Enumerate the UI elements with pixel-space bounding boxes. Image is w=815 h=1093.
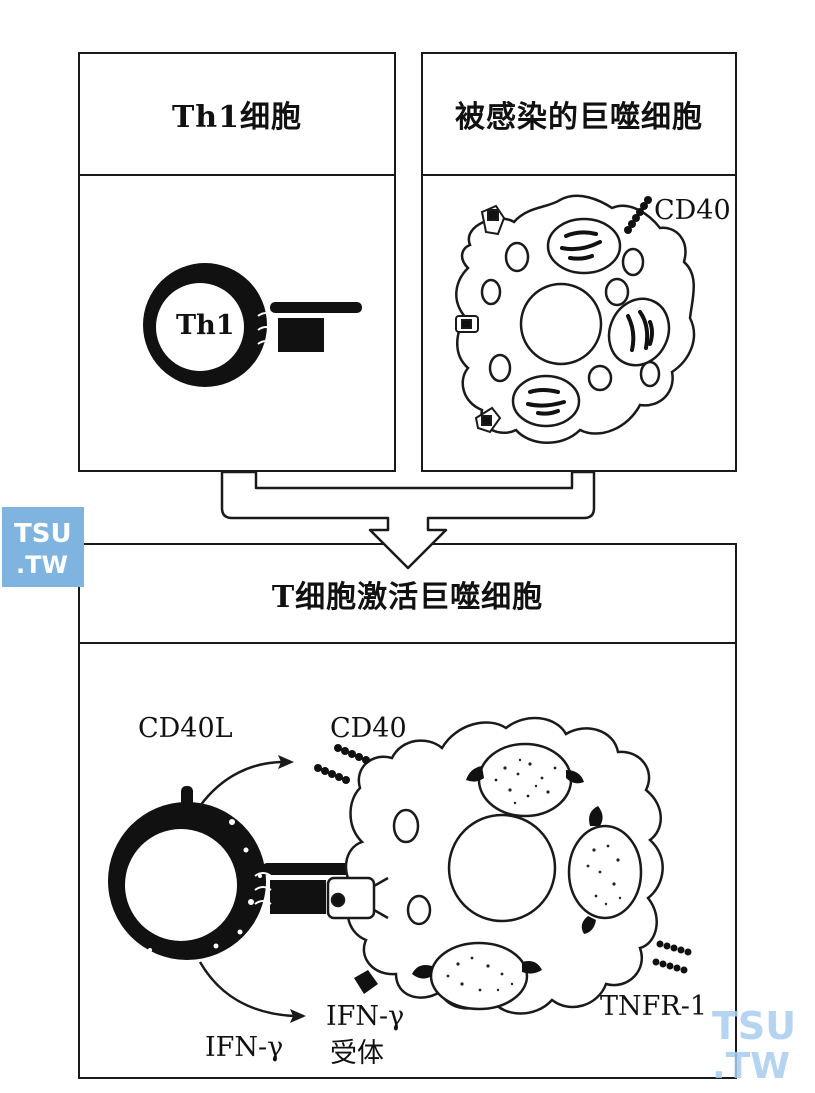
cd40l-label: CD40L xyxy=(138,713,233,744)
phagolysosome-icon xyxy=(567,806,643,934)
cd4-block-icon xyxy=(270,880,326,914)
cd4-block-icon xyxy=(278,318,324,352)
cd40-receptor-icon xyxy=(624,196,652,234)
nucleus-icon xyxy=(519,282,603,366)
phagolysosome-icon xyxy=(412,941,542,1011)
th1-panel: Th1细胞 xyxy=(78,52,396,472)
infected-vesicle-icon xyxy=(546,217,622,275)
arrowhead-icon xyxy=(290,1009,306,1023)
tnfr1-receptor-icon xyxy=(652,940,692,974)
mhc-receptor-icon xyxy=(474,406,502,434)
mhc-receptor-icon xyxy=(480,204,506,236)
cd40l-to-cd40-arrow xyxy=(198,760,285,807)
infected-macrophage-cell xyxy=(455,194,696,444)
watermark-corner-line2: .TW xyxy=(712,1046,790,1087)
th1-cell-label: Th1 xyxy=(176,310,235,341)
tnfr1-label: TNFR-1 xyxy=(600,991,707,1022)
tcr-bar-icon xyxy=(262,863,360,875)
cd40-receptor-icon xyxy=(314,744,370,784)
watermark-line1: TSU xyxy=(14,519,72,549)
ifn-gamma-receptor-label-line1: IFN-γ xyxy=(326,1001,405,1032)
th1-cell xyxy=(143,263,362,387)
watermark-line2: .TW xyxy=(16,551,68,579)
merge-arrow xyxy=(220,470,596,570)
watermark-badge: TSU .TW xyxy=(2,507,84,587)
infected-macrophage-panel-title: 被感染的巨噬细胞 xyxy=(423,54,735,176)
activated-macrophage-cell xyxy=(314,716,692,1015)
cd40-label: CD40 xyxy=(654,195,731,226)
cd40-label: CD40 xyxy=(330,713,407,744)
watermark-corner-line1: TSU xyxy=(712,1004,797,1048)
ifn-gamma-release-arrow xyxy=(198,961,295,1018)
ifn-gamma-receptor-icon xyxy=(354,970,378,994)
nucleus-icon xyxy=(447,813,557,923)
infected-vesicle-icon xyxy=(607,297,671,367)
infected-vesicle-icon xyxy=(511,374,581,428)
mhc-receptor-icon xyxy=(455,315,479,333)
activated-th1-cell xyxy=(108,786,360,960)
ifn-gamma-receptor-label-line2: 受体 xyxy=(330,1038,384,1069)
phagolysosome-icon xyxy=(466,742,584,818)
ifn-gamma-label: IFN-γ xyxy=(205,1032,284,1063)
tcr-bar-icon xyxy=(270,302,362,313)
cd40l-icon xyxy=(181,786,193,812)
mhc-receptor-icon xyxy=(326,876,389,920)
arrowhead-icon xyxy=(278,755,294,769)
activation-panel-title: T细胞激活巨噬细胞 xyxy=(80,545,735,644)
th1-panel-title: Th1细胞 xyxy=(80,54,394,176)
